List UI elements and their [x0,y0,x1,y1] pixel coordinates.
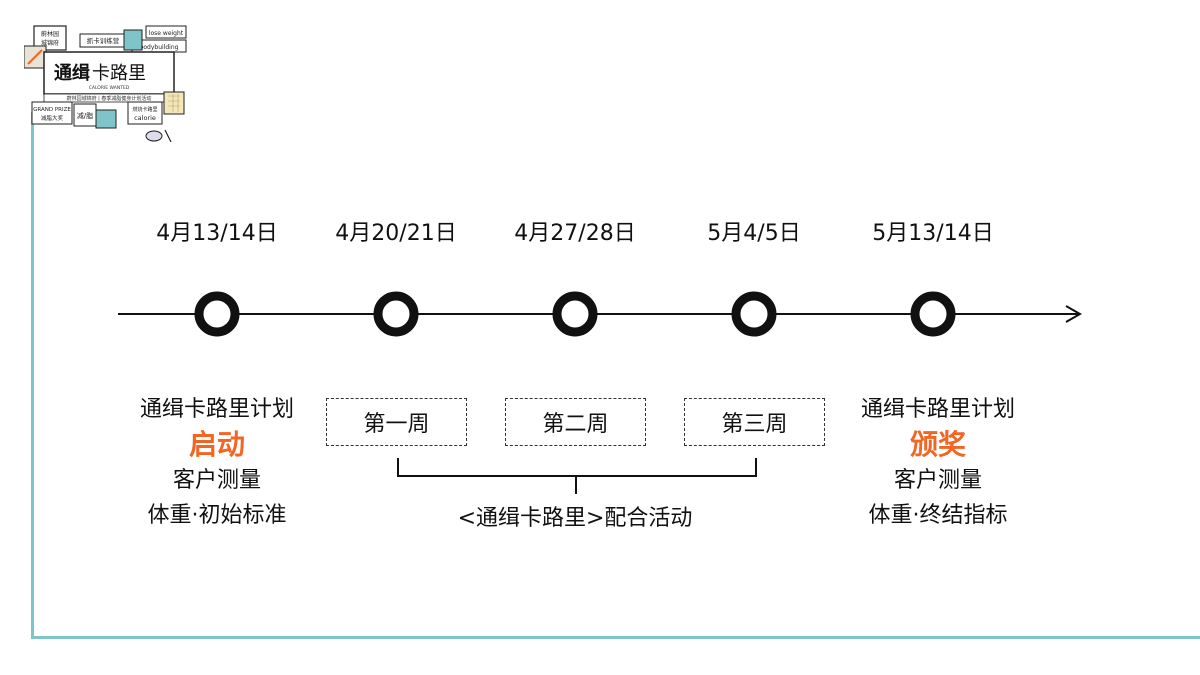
timeline-arrowhead [1065,305,1083,323]
date-label-2: 4月20/21日 [335,221,457,246]
svg-text:lose weight: lose weight [149,30,184,37]
calorie-wanted-logo: 蔚林园 城锦府 抓卡训练营 lose weight bodybuilding 通… [24,25,187,143]
svg-text:bodybuilding: bodybuilding [140,44,179,51]
timeline-node-3 [552,291,598,337]
start-highlight: 启动 [188,428,245,461]
frame-left-border [31,112,34,638]
start-caption: 通缉卡路里计划 启动 客户测量 体重·初始标准 [97,392,337,533]
end-caption-index: 体重·终结指标 [868,503,1008,528]
svg-text:通缉: 通缉 [54,63,90,84]
svg-text:减脂大奖: 减脂大奖 [41,114,64,122]
svg-text:城锦府: 城锦府 [41,39,59,47]
timeline-node-1 [194,291,240,337]
svg-text:蔚林园: 蔚林园 [41,30,59,38]
timeline-node-4 [731,291,777,337]
end-caption: 通缉卡路里计划 颁奖 客户测量 体重·终结指标 [818,392,1058,533]
frame-bottom-border [31,636,1200,639]
timeline-node-2 [373,291,419,337]
svg-text:卡路里: 卡路里 [92,63,146,84]
week-box-2: 第二周 [505,398,646,446]
svg-text:calorie: calorie [134,114,156,122]
date-label-4: 5月4/5日 [707,221,801,246]
date-label-1: 4月13/14日 [156,221,278,246]
week-box-1: 第一周 [326,398,467,446]
end-caption-title: 通缉卡路里计划 [860,397,1015,422]
date-label-5: 5月13/14日 [872,221,994,246]
end-caption-measure: 客户测量 [893,468,982,493]
svg-text:GRAND PRIZE: GRAND PRIZE [33,107,71,113]
start-caption-standard: 体重·初始标准 [147,503,287,528]
activity-label: <通缉卡路里>配合活动 [457,506,693,531]
date-label-3: 4月27/28日 [514,221,636,246]
svg-text:燃烧卡路里: 燃烧卡路里 [132,106,157,113]
week-box-3: 第三周 [684,398,825,446]
svg-text:蔚林园城锦府 | 春季减脂健身计划活动: 蔚林园城锦府 | 春季减脂健身计划活动 [67,95,152,102]
start-caption-measure: 客户测量 [172,468,261,493]
svg-text:减/脂: 减/脂 [77,111,93,120]
svg-text:CALORIE WANTED: CALORIE WANTED [89,85,130,91]
timeline-node-5 [910,291,956,337]
end-highlight: 颁奖 [909,428,966,461]
start-caption-title: 通缉卡路里计划 [139,397,294,422]
svg-text:抓卡训练营: 抓卡训练营 [87,36,120,45]
